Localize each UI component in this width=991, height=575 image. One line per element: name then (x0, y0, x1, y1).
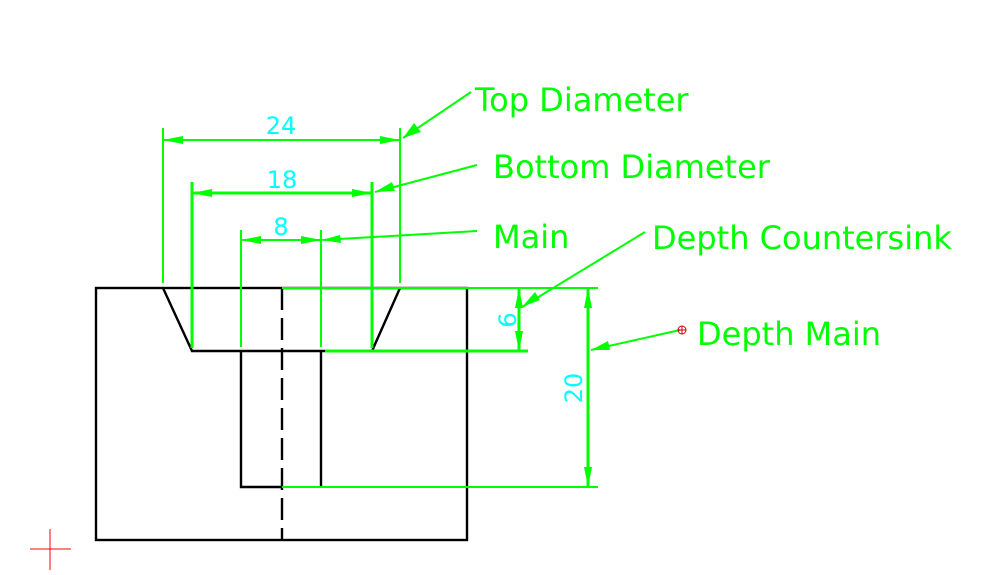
dimension-main-diameter[interactable]: 8 (241, 213, 321, 244)
label-depth-main: Depth Main (697, 315, 881, 353)
dimension-text-20: 20 (560, 373, 588, 404)
label-bottom-diameter: Bottom Diameter (493, 148, 771, 186)
dimension-text-8: 8 (273, 213, 288, 241)
label-main: Main (493, 218, 569, 256)
dimension-top-diameter[interactable]: 24 (163, 112, 400, 144)
dimension-depth-main[interactable]: 20 (560, 288, 592, 487)
extension-lines (162, 128, 598, 488)
dimension-text-6: 6 (494, 312, 522, 327)
label-top-diameter: Top Diameter (474, 81, 689, 119)
dimension-depth-countersink[interactable]: 6 (494, 288, 523, 351)
leader-depth-main[interactable]: Depth Main (590, 315, 881, 353)
main-hole-left (239, 351, 282, 489)
countersink-left-edge (161, 287, 325, 353)
leader-depth-countersink[interactable]: Depth Countersink (521, 219, 952, 308)
dimension-bottom-diameter[interactable]: 18 (192, 166, 372, 197)
leader-bottom-diameter[interactable]: Bottom Diameter (374, 148, 771, 193)
countersink-right-edge (370, 287, 402, 352)
leader-top-diameter[interactable]: Top Diameter (402, 81, 689, 139)
ucs-origin-icon (30, 529, 71, 570)
part-geometry (94, 286, 469, 542)
dimension-text-18: 18 (267, 166, 298, 194)
leader-main[interactable]: Main (321, 218, 569, 256)
dimension-text-24: 24 (266, 112, 297, 140)
label-depth-countersink: Depth Countersink (652, 219, 952, 257)
